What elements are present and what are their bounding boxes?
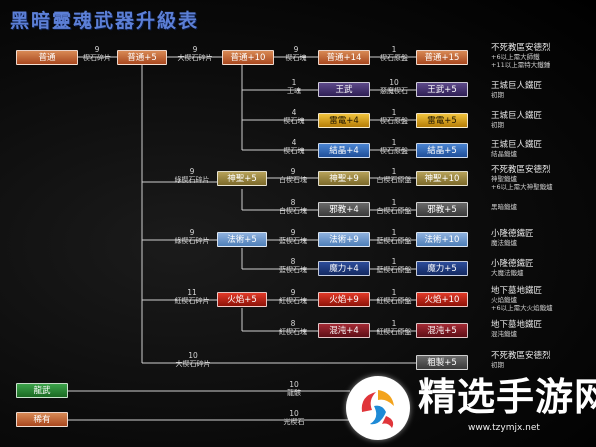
blacksmith-note: 不死教區安德烈神聖鍛爐+6以上需大神聖鍛爐 bbox=[491, 165, 553, 191]
blacksmith-note: 小隆德鐵匠魔法鍛爐 bbox=[491, 229, 534, 247]
crystal-plus5-box: 結晶+5 bbox=[416, 143, 468, 158]
dragon-weapon-box: 龍武 bbox=[16, 383, 68, 398]
crystal-plus4-box: 結晶+4 bbox=[318, 143, 370, 158]
blacksmith-note: 王城巨人鐵匠初期 bbox=[491, 81, 543, 99]
magic-plus9-box: 法術+9 bbox=[318, 232, 370, 247]
normal-plus5-box: 普通+5 bbox=[117, 50, 167, 65]
king-weapon-plus5-box: 王武+5 bbox=[416, 82, 468, 97]
page-title: 黑暗靈魂武器升級表 bbox=[10, 10, 200, 32]
chaos-plus4-box: 混沌+4 bbox=[318, 323, 370, 338]
enchanted-plus4-box: 魔力+4 bbox=[318, 261, 370, 276]
divine-plus10-box: 神聖+10 bbox=[416, 171, 468, 186]
blacksmith-note: 不死教區安德烈+6以上需大師鐵+11以上需特大鐵鍾 bbox=[491, 43, 551, 69]
divine-plus9-box: 神聖+9 bbox=[318, 171, 370, 186]
fire-plus5-box: 火焰+5 bbox=[217, 292, 267, 307]
fire-plus9-box: 火焰+9 bbox=[318, 292, 370, 307]
lightning-plus5-box: 雷電+5 bbox=[416, 113, 468, 128]
blacksmith-note: 黑暗鍛爐 bbox=[491, 203, 517, 211]
watermark: 精选手游网 www.tzymjx.net bbox=[340, 372, 596, 447]
enchanted-plus5-box: 魔力+5 bbox=[416, 261, 468, 276]
rare-weapon-box: 稀有 bbox=[16, 412, 68, 427]
divine-plus5-box: 神聖+5 bbox=[217, 171, 267, 186]
occult-plus4-box: 邪教+4 bbox=[318, 202, 370, 217]
blacksmith-note: 地下墓地鐵匠火焰鍛爐+6以上需大火焰鍛爐 bbox=[491, 286, 553, 312]
watermark-logo-icon bbox=[346, 376, 410, 440]
watermark-text: 精选手游网 bbox=[418, 375, 596, 419]
blacksmith-note: 不死教區安德烈初期 bbox=[491, 351, 551, 369]
normal-plus15-box: 普通+15 bbox=[416, 50, 468, 65]
lightning-plus4-box: 雷電+4 bbox=[318, 113, 370, 128]
normal-plus14-box: 普通+14 bbox=[318, 50, 370, 65]
chaos-plus5-box: 混沌+5 bbox=[416, 323, 468, 338]
magic-plus10-box: 法術+10 bbox=[416, 232, 468, 247]
normal-base-box: 普通 bbox=[16, 50, 78, 65]
blacksmith-note: 地下墓地鐵匠混沌鍛爐 bbox=[491, 320, 543, 338]
normal-plus10-box: 普通+10 bbox=[222, 50, 274, 65]
magic-plus5-box: 法術+5 bbox=[217, 232, 267, 247]
blacksmith-note: 王城巨人鐵匠結晶鍛爐 bbox=[491, 140, 543, 158]
blacksmith-note: 小隆德鐵匠大魔法鍛爐 bbox=[491, 259, 534, 277]
blacksmith-note: 王城巨人鐵匠初期 bbox=[491, 111, 543, 129]
king-weapon-box: 王武 bbox=[318, 82, 370, 97]
watermark-url: www.tzymjx.net bbox=[468, 423, 540, 433]
occult-plus5-box: 邪教+5 bbox=[416, 202, 468, 217]
fire-plus10-box: 火焰+10 bbox=[416, 292, 468, 307]
raw-plus5-box: 粗製+5 bbox=[416, 355, 468, 370]
